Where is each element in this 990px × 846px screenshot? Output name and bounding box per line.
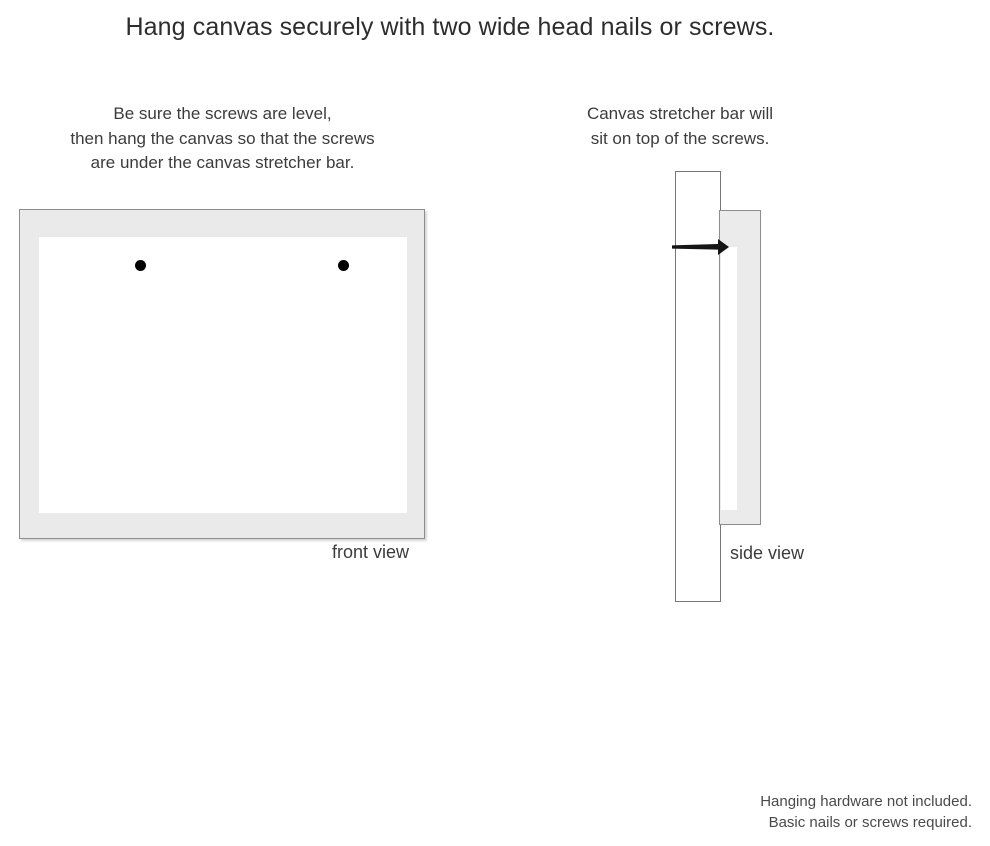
screw-dot-left — [135, 260, 146, 271]
front-view-caption: front view — [332, 542, 410, 562]
nail-icon — [672, 239, 729, 255]
front-view-diagram — [19, 209, 425, 539]
footer-line: Basic nails or screws required. — [768, 814, 972, 831]
instruction-line: sit on top of the screws. — [590, 128, 770, 148]
side-view-instructions: Canvas stretcher bar will sit on top of … — [530, 102, 830, 151]
footer-line: Hanging hardware not included. — [760, 793, 972, 810]
instruction-line: Canvas stretcher bar will — [586, 104, 774, 123]
canvas-surface — [39, 237, 407, 513]
side-view-caption: side view — [730, 543, 805, 563]
screw-dot-right — [338, 260, 349, 271]
wall-rect — [675, 171, 721, 602]
side-view-diagram — [672, 171, 790, 611]
footer-note: Hanging hardware not included. Basic nai… — [760, 791, 972, 833]
instruction-line: Be sure the screws are level, — [113, 104, 332, 123]
stretcher-bar-cavity — [721, 247, 737, 510]
page-title: Hang canvas securely with two wide head … — [125, 13, 775, 41]
front-view-instructions: Be sure the screws are level, then hang … — [0, 102, 445, 176]
instruction-line: are under the canvas stretcher bar. — [90, 153, 355, 172]
instruction-line: then hang the canvas so that the screws — [70, 128, 375, 148]
